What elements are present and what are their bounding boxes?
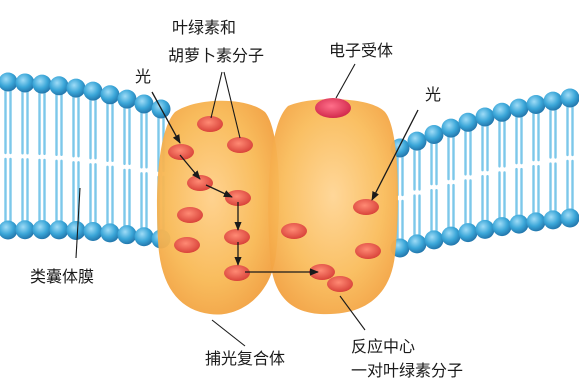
pigment-dot	[224, 265, 250, 281]
label-light-left: 光	[135, 67, 151, 86]
lipid-head	[561, 209, 579, 228]
lipid-head	[493, 217, 512, 236]
lipid-head	[459, 113, 478, 132]
lipid-head	[50, 220, 69, 239]
lipid-head	[0, 221, 18, 240]
lipid-head	[84, 82, 103, 101]
pigment-dot	[327, 276, 353, 292]
lipid-head	[510, 99, 529, 118]
lipid-head	[101, 85, 120, 104]
label-electron-acceptor: 电子受体	[329, 41, 393, 60]
pigment-dot	[281, 223, 307, 239]
lipid-head	[0, 73, 18, 92]
lipid-head	[408, 234, 427, 253]
lipid-head	[425, 230, 444, 249]
lipid-head	[33, 220, 52, 239]
lipid-head	[476, 108, 495, 127]
label-reaction-center-line1: 反应中心	[351, 337, 415, 356]
lipid-head	[118, 225, 137, 244]
label-light-harvesting-complex: 捕光复合体	[205, 349, 285, 368]
lipid-head	[527, 95, 546, 114]
label-pigments-line1: 叶绿素和	[172, 18, 236, 37]
pigment-dot	[227, 137, 253, 153]
label-reaction-center-line2: 一对叶绿素分子	[351, 361, 463, 380]
pigment-dot	[355, 243, 381, 259]
pigment-dot	[197, 116, 223, 132]
label-light-right: 光	[425, 85, 441, 104]
thylakoid-membrane-left	[0, 73, 171, 249]
lipid-head	[476, 220, 495, 239]
lipid-head	[50, 76, 69, 95]
lipid-head	[544, 92, 563, 111]
label-pigments-line2: 胡萝卜素分子	[168, 46, 264, 65]
lipid-head	[135, 94, 154, 113]
label-thylakoid-membrane: 类囊体膜	[30, 267, 94, 286]
lipid-head	[544, 210, 563, 229]
lipid-head	[425, 125, 444, 144]
leader-acceptor	[336, 64, 355, 98]
thylakoid-membrane-right	[391, 89, 579, 258]
pigment-dot	[353, 199, 379, 215]
pigment-dot	[224, 229, 250, 245]
pigment-dot	[174, 237, 200, 253]
lipid-head	[527, 212, 546, 231]
pigment-dot	[187, 175, 213, 191]
lipid-head	[442, 119, 461, 138]
lipid-head	[510, 215, 529, 234]
lipid-head	[67, 221, 86, 240]
lipid-head	[442, 227, 461, 246]
leader-complex	[212, 320, 245, 346]
lipid-head	[16, 220, 35, 239]
pigment-dot	[177, 207, 203, 223]
lipid-head	[561, 89, 579, 108]
lipid-head	[459, 223, 478, 242]
lipid-head	[408, 132, 427, 151]
lipid-head	[33, 75, 52, 94]
lipid-head	[101, 223, 120, 242]
pigment-dot	[168, 144, 194, 160]
lipid-head	[67, 79, 86, 98]
electron-acceptor	[315, 98, 351, 118]
lipid-head	[16, 73, 35, 92]
lipid-head	[118, 90, 137, 109]
light-harvesting-complex-body	[157, 101, 279, 315]
lipid-head	[84, 222, 103, 241]
lipid-head	[493, 103, 512, 122]
lipid-head	[135, 227, 154, 246]
